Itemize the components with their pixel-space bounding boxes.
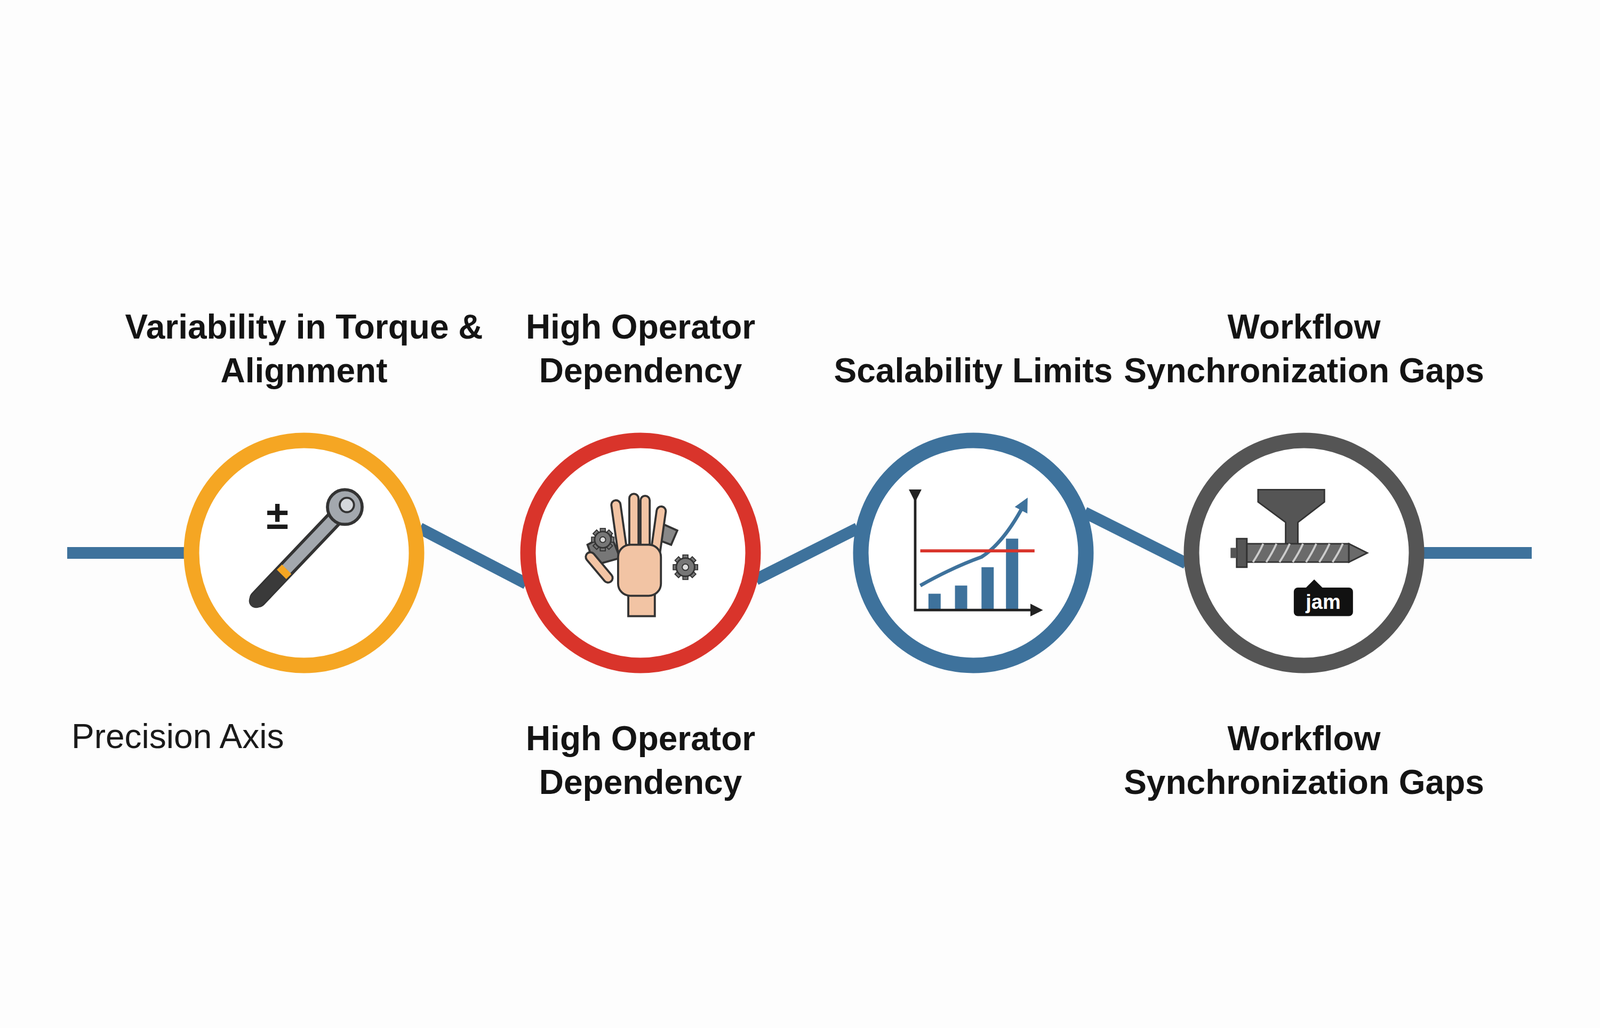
- axis-stub: [67, 547, 185, 559]
- step-heading: Variability in Torque & Alignment: [112, 305, 496, 394]
- wrench-icon: [256, 489, 363, 602]
- flow-connector: [419, 528, 526, 584]
- step-ring: [860, 440, 1086, 666]
- axis-label: Precision Axis: [71, 719, 284, 754]
- chart-icon: [915, 496, 1037, 611]
- step-circle: [852, 432, 1094, 674]
- hand-icon: [584, 493, 698, 617]
- heading-wrap: Scalability Limits: [824, 349, 1123, 394]
- heading-wrap: High Operator Dependency: [491, 305, 790, 394]
- step-caption: Workflow Synchronization Gaps: [1112, 717, 1496, 805]
- heading-wrap: Workflow Synchronization Gaps: [1112, 305, 1496, 394]
- grinder-icon: [1230, 489, 1367, 616]
- caption-wrap: Workflow Synchronization Gaps: [1112, 717, 1496, 805]
- step-heading: Workflow Synchronization Gaps: [1112, 305, 1496, 394]
- step-heading: High Operator Dependency: [491, 305, 790, 394]
- caption-wrap: High Operator Dependency: [491, 717, 790, 805]
- jam-tag: jam: [1305, 592, 1341, 613]
- step-ring: [528, 440, 754, 666]
- heading-wrap: Variability in Torque & Alignment: [112, 305, 496, 394]
- step-ring: [1191, 440, 1417, 666]
- step-heading: Scalability Limits: [824, 349, 1123, 394]
- step-caption: High Operator Dependency: [491, 717, 790, 805]
- step-ring: [191, 440, 417, 666]
- axis-stub: [1423, 547, 1532, 559]
- scalability-step: Scalability Limits: [852, 432, 1094, 674]
- plus-minus-symbol: ±: [266, 494, 289, 536]
- flow-connector: [755, 528, 858, 580]
- flow-connector: [1084, 512, 1187, 564]
